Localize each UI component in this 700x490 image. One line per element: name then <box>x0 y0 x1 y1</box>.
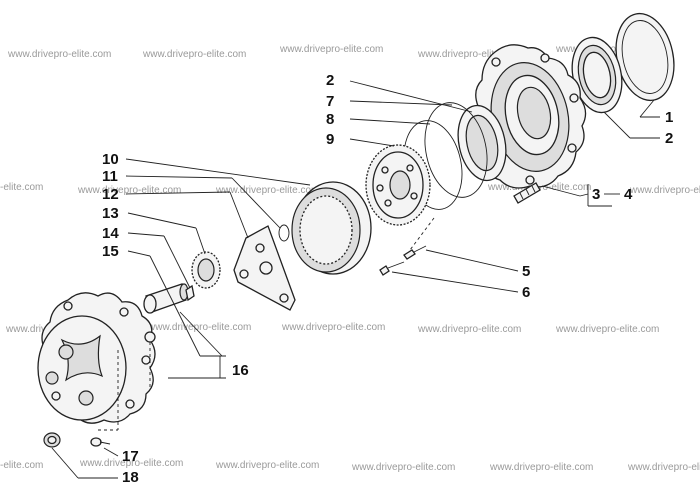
part-12-plate <box>233 225 296 311</box>
watermark-text: www.drivepro-elite.com <box>0 182 43 193</box>
watermark-text: www.drivepro-elite.com <box>0 460 43 471</box>
part-11-snap-ring <box>278 224 290 242</box>
part-5-bolt <box>403 245 427 260</box>
callout-1: 1 <box>665 109 673 126</box>
callout-13: 13 <box>102 205 119 222</box>
dashed-leader-lines <box>98 217 435 431</box>
watermark-text: www.drivepro-elite.com <box>147 322 251 333</box>
watermark-text: www.drivepro-elite.com <box>142 49 246 60</box>
callout-5: 5 <box>522 263 530 280</box>
part-7-o-ring <box>424 102 488 198</box>
callout-2-left: 2 <box>326 72 334 89</box>
watermark-text: www.drivepro-elite.com <box>555 324 659 335</box>
callout-10: 10 <box>102 151 119 168</box>
pin <box>144 331 156 343</box>
callout-9: 9 <box>326 131 334 148</box>
watermark-text: www.drivepro-elite.com <box>215 460 319 471</box>
callout-14: 14 <box>102 225 119 242</box>
callout-2-right: 2 <box>665 130 673 147</box>
watermark-text: www.drivepro-elite.com <box>79 458 183 469</box>
watermark-text: www.drivepro-elite.com <box>7 49 111 60</box>
callout-17: 17 <box>122 448 139 465</box>
leader-lines <box>51 80 660 479</box>
part-15-shaft <box>143 283 189 314</box>
part-10-ring-gear <box>291 181 372 275</box>
part-2-inner-seal <box>457 104 507 182</box>
part-16-cover <box>37 292 156 424</box>
part-9-planet-carrier <box>365 144 431 226</box>
watermark-text: www.drivepro-elite.com <box>215 185 319 196</box>
watermark-text: www.drivepro-elite.com <box>351 462 455 473</box>
part-2-bearing <box>571 36 623 114</box>
callout-11: 11 <box>102 168 118 185</box>
watermark-text: www.drivepro-elite.com <box>417 49 521 60</box>
watermark-text: www.drivepro-elite.com <box>627 462 700 473</box>
part-17-screw <box>90 437 111 447</box>
part-6-screw <box>379 261 405 276</box>
watermark-text: www.drivepro-elite.com <box>629 185 700 196</box>
callout-18: 18 <box>122 469 139 486</box>
part-13-pinion-gear <box>191 251 221 289</box>
watermark-text: www.drivepro-elite.com <box>281 322 385 333</box>
callout-8: 8 <box>326 111 334 128</box>
part-18-plug <box>43 432 61 448</box>
watermark-text: www.drivepro-elite.com <box>417 324 521 335</box>
callout-12: 12 <box>102 186 119 203</box>
watermark-text: www.drivepro-elite.com <box>279 44 383 55</box>
watermark-text: www.drivepro-elite.com <box>489 462 593 473</box>
callouts: 1 2 3 4 2 7 8 9 5 6 10 11 12 13 14 15 16… <box>102 72 673 486</box>
callout-4: 4 <box>624 186 633 203</box>
callout-15: 15 <box>102 243 119 260</box>
callout-3: 3 <box>592 186 600 203</box>
callout-6: 6 <box>522 284 530 301</box>
callout-7: 7 <box>326 93 334 110</box>
watermarks: www.drivepro-elite.com www.drivepro-elit… <box>0 44 700 473</box>
callout-16: 16 <box>232 362 249 379</box>
watermark-text: www.drivepro-elite.com <box>77 185 181 196</box>
part-3-stud <box>513 182 541 204</box>
